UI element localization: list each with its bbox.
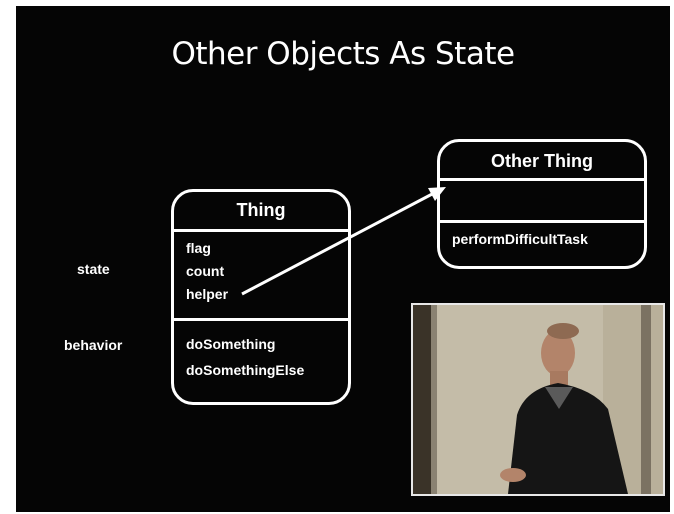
thing-behavior-divider [174, 318, 348, 321]
thing-name-divider [174, 229, 348, 232]
other-thing-behavior-divider [440, 220, 644, 223]
thing-state-flag: flag [186, 240, 211, 256]
slide-title: Other Objects As State [171, 36, 515, 72]
other-thing-class-name: Other Thing [491, 151, 593, 171]
other-thing-name-divider [440, 178, 644, 181]
thing-behavior-dosomethingelse: doSomethingElse [186, 362, 305, 378]
presenter-video-image [413, 305, 663, 494]
other-thing-behavior-perform: performDifficultTask [452, 231, 588, 247]
state-label: state [77, 261, 110, 277]
behavior-label: behavior [64, 337, 123, 353]
thing-behavior-dosomething: doSomething [186, 336, 276, 352]
arrow-line [241, 190, 437, 296]
thing-class-name: Thing [236, 200, 286, 220]
slide: Other Objects As State state behavior Th… [16, 6, 670, 512]
helper-reference-arrow [241, 187, 446, 296]
presenter-video-inset [411, 303, 665, 496]
thing-state-helper: helper [186, 286, 229, 302]
thing-class-box: Thing flag count helper doSomething doSo… [171, 189, 351, 405]
other-thing-class-box: Other Thing performDifficultTask [437, 139, 647, 269]
arrow-head [428, 187, 446, 201]
thing-state-count: count [186, 263, 225, 279]
